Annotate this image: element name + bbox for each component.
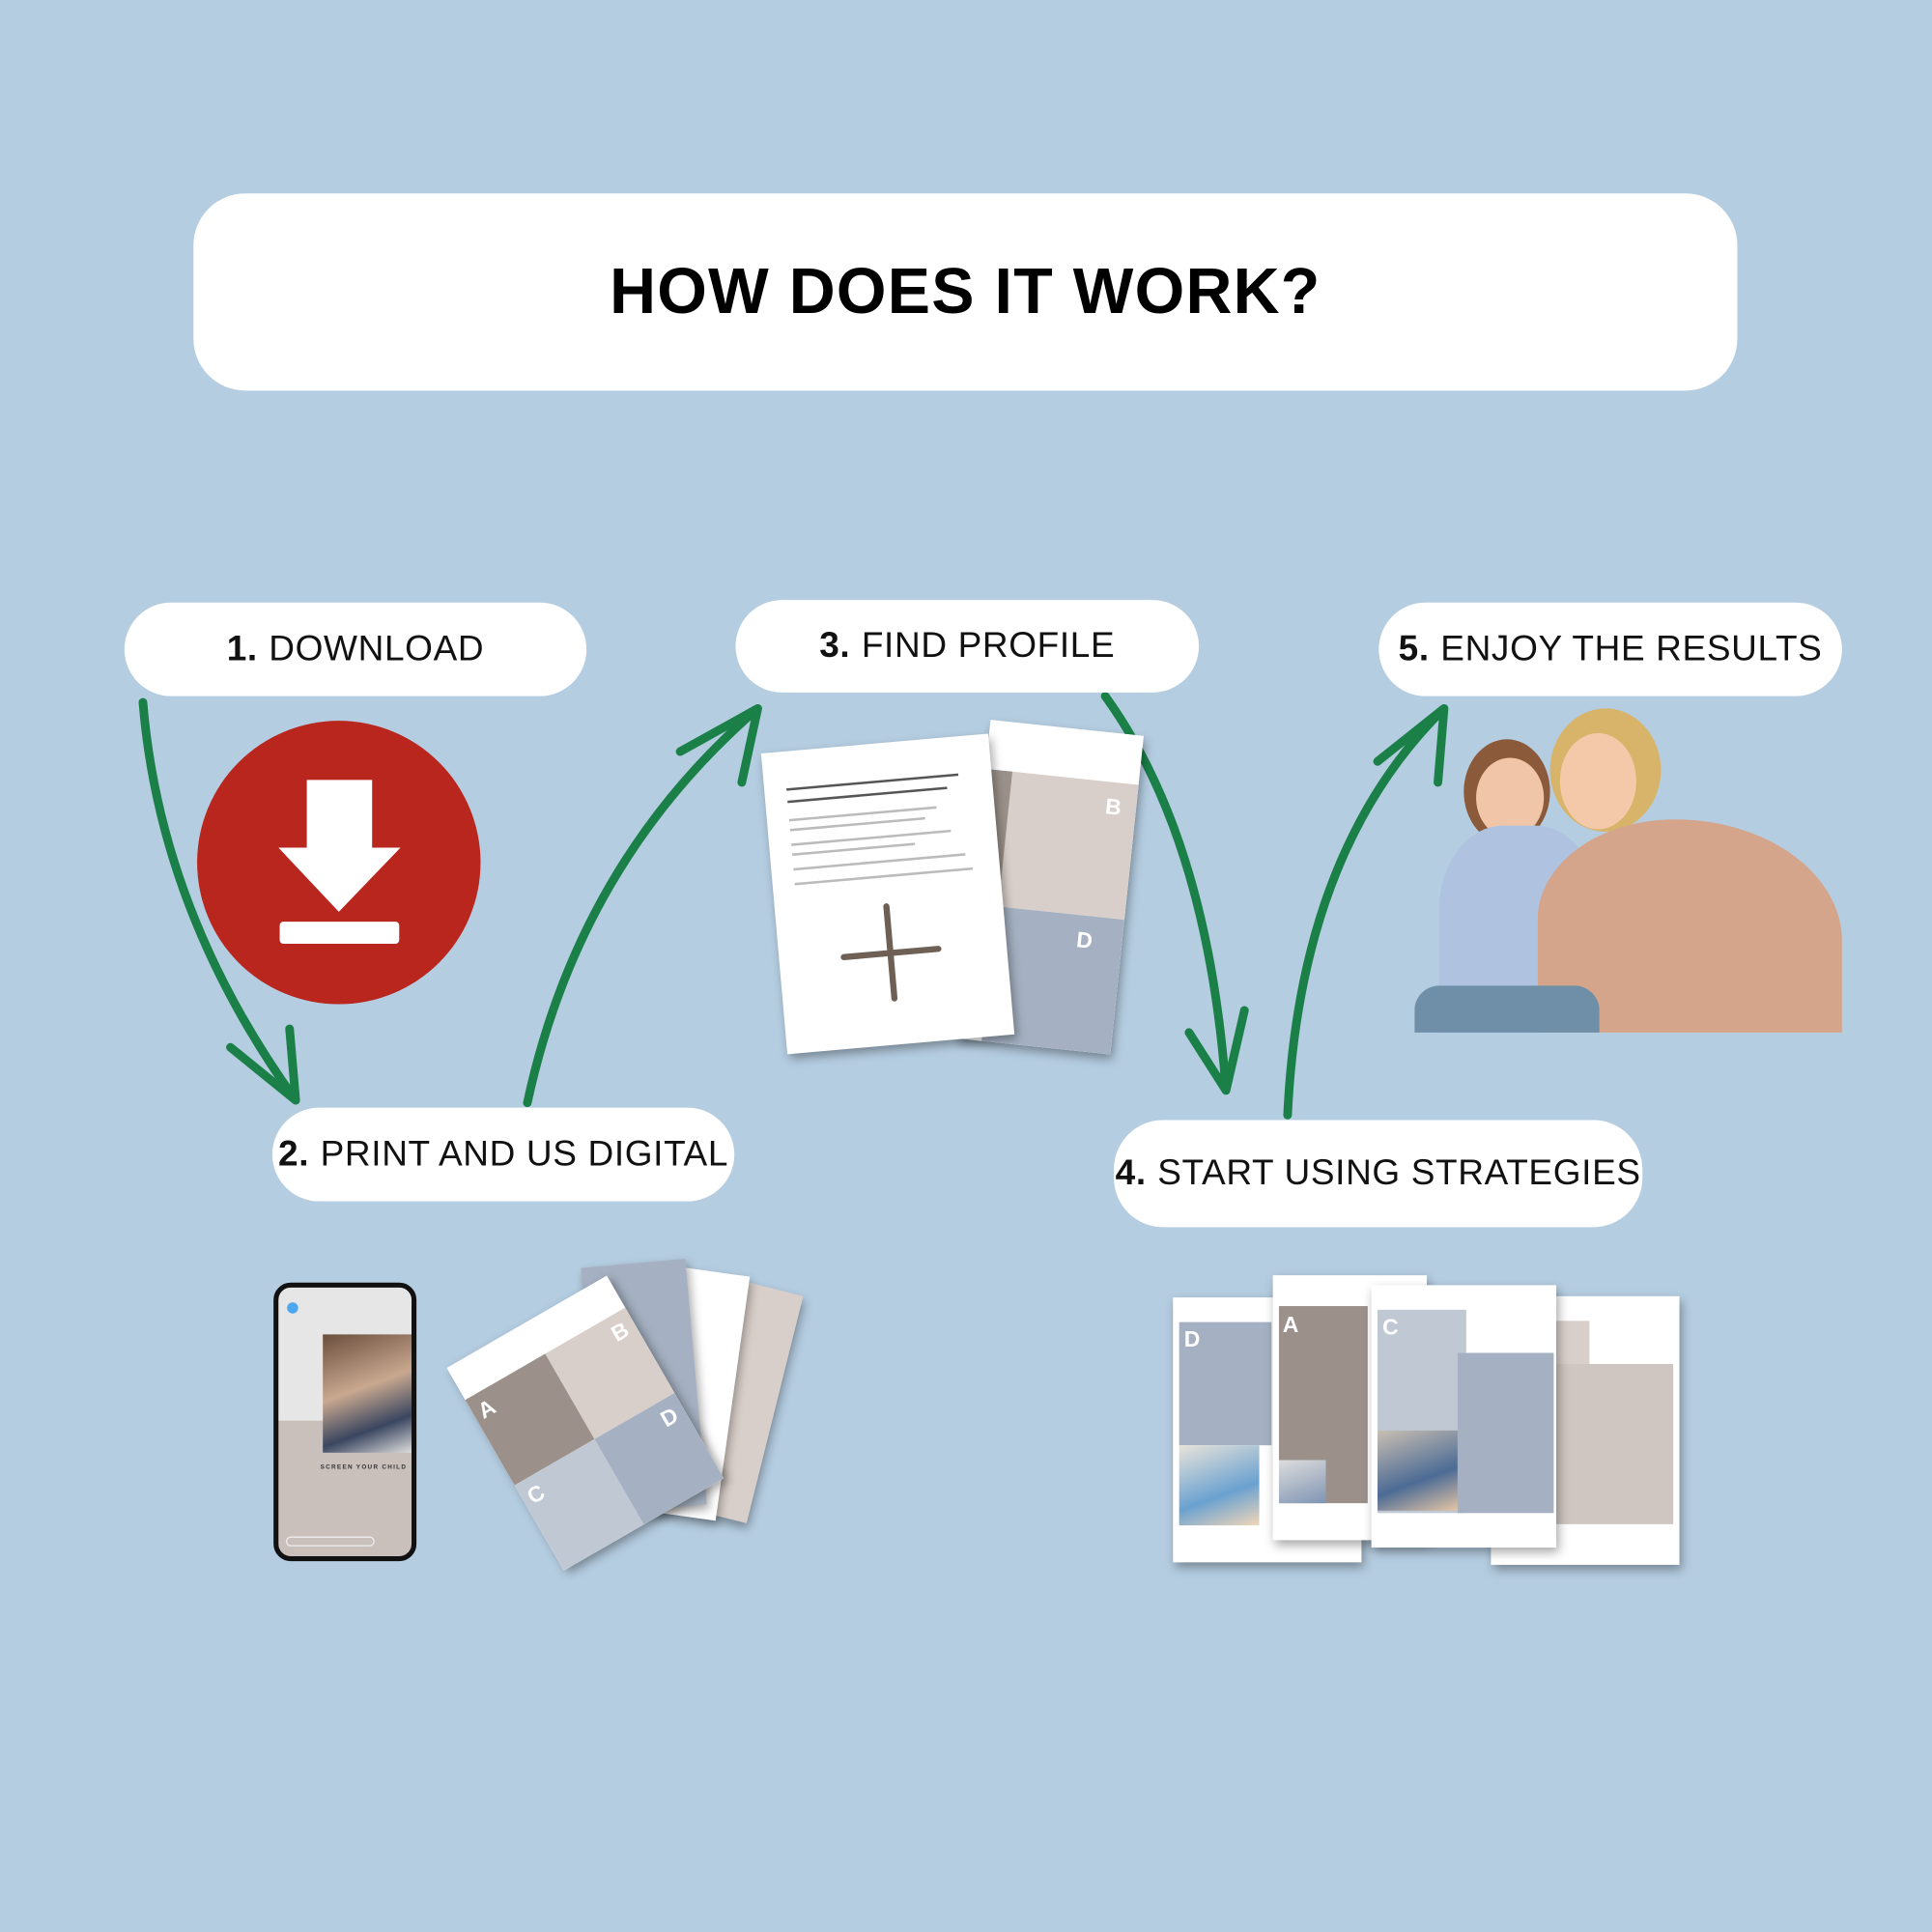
step-number: 4. [1115, 1152, 1147, 1193]
step-number: 2. [278, 1134, 310, 1174]
arrow-2-to-3 [523, 703, 762, 1108]
arrow-4-to-5 [1283, 703, 1449, 1120]
step-number: 5. [1398, 629, 1430, 668]
step-number: 1. [226, 629, 258, 668]
phone-mockup: SCREEN YOUR CHILD [273, 1282, 417, 1562]
step-5-label: 5. ENJOY THE RESULTS [1378, 602, 1842, 696]
step-1-label: 1. DOWNLOAD [124, 602, 587, 696]
step-3-label: 3.FIND PROFILE [735, 600, 1200, 693]
step-text: PRINT AND US DIGITAL [320, 1134, 729, 1174]
step-number: 3. [819, 625, 851, 666]
mother-child-photo [323, 1334, 412, 1453]
step-2-label: 2.PRINT AND US DIGITAL [271, 1107, 735, 1202]
page-title: HOW DOES IT WORK? [610, 256, 1321, 328]
mother-daughter-hug-photo [1414, 708, 1842, 1033]
step-text: FIND PROFILE [861, 625, 1116, 666]
step-text: START USING STRATEGIES [1157, 1152, 1641, 1193]
phone-title: SCREEN YOUR CHILD [320, 1463, 408, 1471]
profile-page-front [760, 733, 1015, 1055]
title-banner: HOW DOES IT WORK? [193, 193, 1738, 391]
status-dot [287, 1302, 298, 1314]
step-4-label: 4.START USING STRATEGIES [1114, 1120, 1643, 1228]
arrow-1-to-2 [138, 697, 300, 1105]
step-text: DOWNLOAD [269, 629, 485, 668]
step-text: ENJOY THE RESULTS [1440, 629, 1823, 668]
